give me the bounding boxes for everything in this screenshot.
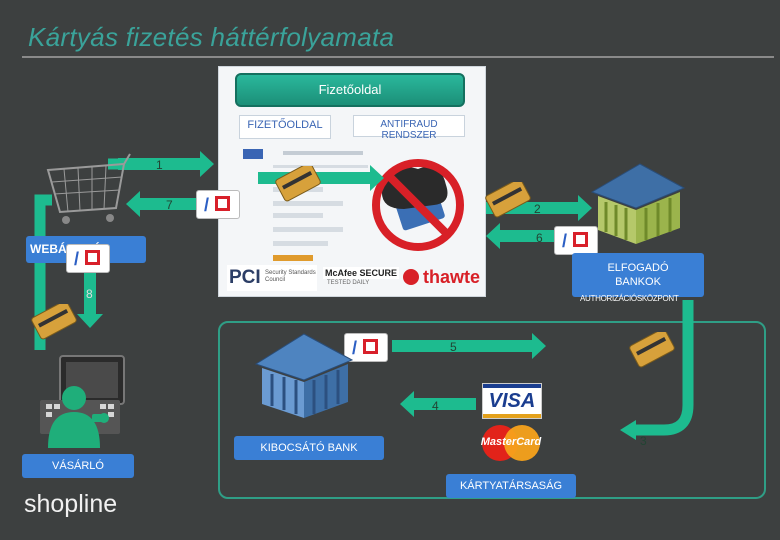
credit-card-icon-1 xyxy=(275,166,321,202)
mastercard-yellow-circle xyxy=(504,425,540,461)
step-2: 2 xyxy=(534,202,541,216)
acquirer-label-text: ELFOGADÓ BANKOK xyxy=(607,262,669,288)
mastercard-logo: MasterCard xyxy=(480,424,542,462)
page-title: Kártyás fizetés háttérfolyamata xyxy=(28,22,395,52)
visa-stripe-top xyxy=(483,384,541,388)
acquirer-label: ELFOGADÓ BANKOK xyxy=(572,253,704,297)
step-7: 7 xyxy=(166,198,173,212)
brand-logo: shopline xyxy=(24,490,118,518)
mcafee-logo-subtext: TESTED DAILY xyxy=(327,280,370,286)
arrow-step-1 xyxy=(118,151,214,177)
issuer-bank-label: KIBOCSÁTÓ BANK xyxy=(234,436,384,460)
arrow-step-2 xyxy=(486,195,592,221)
thawte-circle-icon xyxy=(403,269,419,285)
visa-text: VISA xyxy=(488,390,536,412)
no-fraud-icon xyxy=(372,159,464,251)
authorization-center-label: AUTHORIZÁCIÓSKÖZPONT xyxy=(580,294,679,303)
card-company-label: KÁRTYATÁRSASÁG xyxy=(446,474,576,498)
step-6: 6 xyxy=(536,231,543,245)
step-1: 1 xyxy=(156,158,163,172)
mastercard-text: MasterCard xyxy=(480,436,542,448)
arrow-step-4 xyxy=(400,391,476,417)
arrow-step-8 xyxy=(77,262,103,328)
mcafee-logo: McAfee SECURE TESTED DAILY xyxy=(323,265,400,291)
mcafee-logo-text: McAfee SECURE xyxy=(323,267,400,279)
bank-icon-acquirer xyxy=(590,163,686,244)
step-8: 8 xyxy=(86,287,93,301)
credit-card-icon-2 xyxy=(485,182,531,218)
customer-label: VÁSÁRLÓ xyxy=(22,454,134,478)
pci-logo-text: PCI xyxy=(229,267,261,288)
bank-icon-issuer xyxy=(254,333,354,418)
step-4: 4 xyxy=(432,399,439,413)
credit-card-icon-4 xyxy=(629,332,675,368)
step-5: 5 xyxy=(450,340,457,354)
card-icon-panel: / xyxy=(196,190,240,219)
connector-cart-customer xyxy=(34,194,52,350)
tab-antifraud: ANTIFRAUD RENDSZER xyxy=(353,115,465,141)
card-icon-webshop: / xyxy=(66,244,110,273)
visa-stripe-bottom xyxy=(483,414,541,418)
arrow-step-6 xyxy=(486,223,592,249)
title-underline xyxy=(22,56,774,58)
visa-logo: VISA xyxy=(482,383,542,419)
arrow-step-3-head xyxy=(620,420,636,440)
customer-computer-icon xyxy=(40,355,125,448)
tab-fizetooldal: FIZETŐOLDAL xyxy=(239,115,331,139)
thawte-logo-text: thawte xyxy=(423,267,481,287)
card-icon-issuer: / xyxy=(344,333,388,362)
card-network-box xyxy=(218,321,766,499)
thawte-logo: thawte xyxy=(401,267,481,291)
payment-page-header: Fizetőoldal xyxy=(235,73,465,107)
credit-card-icon-3 xyxy=(31,304,77,340)
pci-logo-subtext: Security Standards Council xyxy=(265,270,316,283)
arrow-step-7 xyxy=(126,191,198,217)
arrow-step-5 xyxy=(392,333,546,359)
step-3: 3 xyxy=(640,434,647,448)
connector-step-3 xyxy=(636,300,694,436)
arrow-into-antifraud xyxy=(258,165,384,191)
pci-logo: PCI Security Standards Council xyxy=(227,265,317,291)
shopping-cart-icon xyxy=(46,153,131,224)
